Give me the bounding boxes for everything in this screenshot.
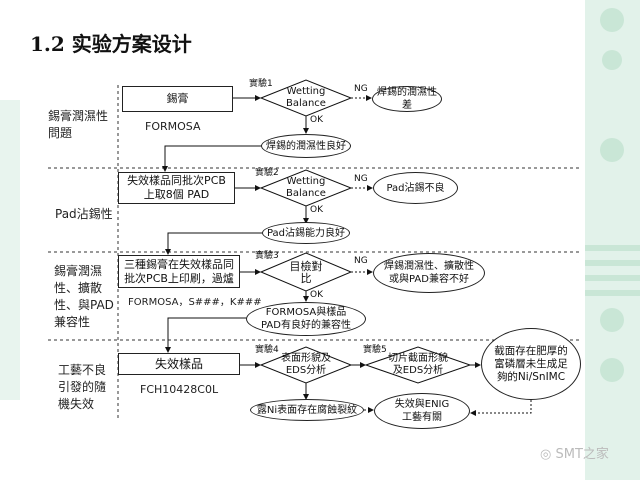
- result-pad-good-solderability: Pad沾錫能力良好: [262, 222, 350, 244]
- paste-list-label: FORMOSA，S###，K###: [128, 297, 262, 308]
- lane-label-compatibility: 錫膏潤濕性、擴散性、與PAD兼容性: [54, 264, 114, 329]
- ng-label-3: NG: [354, 256, 368, 266]
- decision-wetting-balance-1: Wetting Balance: [286, 86, 326, 109]
- result-good-wetting: 焊錫的潤濕性良好: [261, 134, 351, 158]
- lane-label-random-failure: 工藝不良引發的隨機失效: [58, 363, 107, 411]
- lane-label-pad-solderability: Pad沾錫性: [55, 207, 113, 221]
- experiment-3-label: 實驗3: [255, 251, 279, 261]
- ok-label-2: OK: [310, 205, 323, 215]
- watermark: ◎ SMT之家: [540, 443, 609, 462]
- finding-phosphorus-layer: 截面存在肥厚的富磷層未生成足夠的Ni/SnIMC: [481, 328, 581, 400]
- slide-title: 1.2 实验方案设计: [30, 32, 192, 56]
- result-good-compatibility: FORMOSA與樣品PAD有良好的兼容性: [246, 302, 366, 336]
- result-pad-poor-solderability: Pad沾錫不良: [373, 172, 458, 204]
- lane-label-paste-wetting: 錫膏潤濕性問題: [48, 109, 109, 140]
- process-box-pcb-pad: 失效樣品同批次PCB 上取8個 PAD: [118, 172, 235, 204]
- result-poor-wetting: 焊錫的潤濕性差: [372, 86, 442, 112]
- decision-surface-eds: 表面形貌及EDS分析: [281, 353, 331, 376]
- process-box-three-pastes: 三種錫膏在失效樣品同批次PCB上印刷，過爐: [118, 255, 240, 288]
- sample-id-label: FCH10428C0L: [140, 383, 219, 396]
- process-box-solder-paste: 錫膏: [122, 86, 233, 112]
- process-box-failed-sample: 失效樣品: [118, 353, 240, 375]
- decision-visual-compare: 目檢對比: [289, 260, 323, 285]
- watermark-text: SMT之家: [555, 447, 609, 462]
- ng-label-1: NG: [354, 84, 368, 94]
- experiment-1-label: 實驗1: [249, 79, 273, 89]
- ok-label-1: OK: [310, 115, 323, 125]
- result-poor-compatibility: 焊錫潤濕性、擴散性或與PAD兼容不好: [373, 253, 485, 293]
- decision-wetting-balance-2: Wetting Balance: [286, 176, 326, 199]
- result-ni-corrosion: 露Ni表面存在腐蝕裂紋: [250, 399, 364, 421]
- experiment-2-label: 實驗2: [255, 168, 279, 178]
- ng-label-2: NG: [354, 174, 368, 184]
- conclusion-enig-process: 失效與ENIG工藝有關: [374, 393, 470, 429]
- decision-cross-section-eds: 切片截面形貌及EDS分析: [388, 353, 448, 376]
- experiment-5-label: 實驗5: [363, 345, 387, 355]
- paste-brand-label: FORMOSA: [145, 120, 201, 133]
- experiment-4-label: 實驗4: [255, 345, 279, 355]
- ok-label-3: OK: [310, 290, 323, 300]
- wechat-icon: ◎: [540, 447, 556, 462]
